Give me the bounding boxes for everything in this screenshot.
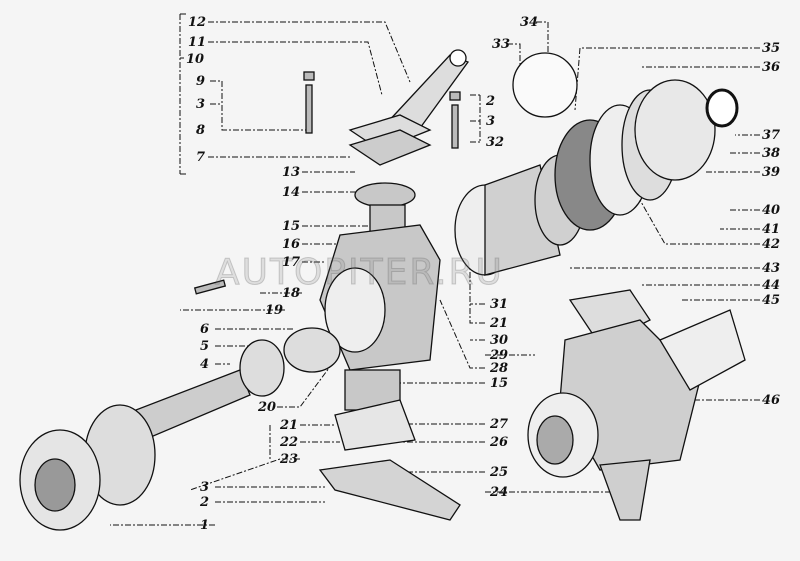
callout-30: 30 (490, 333, 509, 348)
callout-36: 36 (762, 60, 781, 75)
callout-41: 41 (762, 222, 781, 237)
callout-37: 37 (762, 128, 781, 143)
callout-3: 3 (196, 97, 206, 112)
callout-3: 3 (486, 114, 496, 129)
callout-32: 32 (486, 135, 505, 150)
callout-5: 5 (200, 339, 210, 354)
callout-33: 33 (492, 37, 511, 52)
callout-13: 13 (282, 165, 301, 180)
callout-9: 9 (196, 74, 206, 89)
callout-23: 23 (280, 452, 299, 467)
axle-housing-rings (454, 52, 739, 276)
callout-16: 16 (282, 237, 301, 252)
callout-3: 3 (200, 480, 210, 495)
callout-7: 7 (196, 150, 206, 165)
callout-12: 12 (188, 15, 207, 30)
callout-31: 31 (490, 297, 509, 312)
steering-arm (348, 49, 470, 166)
callout-24: 24 (490, 485, 509, 500)
callout-28: 28 (490, 361, 509, 376)
callout-11: 11 (188, 35, 207, 50)
callout-2: 2 (486, 94, 496, 109)
callout-39: 39 (762, 165, 781, 180)
watermark: AUTOPITER.RU (215, 252, 504, 294)
callout-46: 46 (762, 393, 781, 408)
callout-8: 8 (196, 123, 206, 138)
callout-34: 34 (520, 15, 539, 30)
axle-shaft (19, 339, 285, 531)
callout-21: 21 (280, 418, 299, 433)
callout-40: 40 (762, 203, 781, 218)
callout-10: 10 (186, 52, 205, 67)
callout-35: 35 (762, 41, 781, 56)
callout-45: 45 (762, 293, 781, 308)
bolts (193, 71, 461, 295)
callout-29: 29 (490, 348, 509, 363)
callout-15: 15 (490, 376, 509, 391)
callout-2: 2 (200, 495, 210, 510)
callout-25: 25 (490, 465, 509, 480)
callout-20: 20 (258, 400, 277, 415)
knuckle-housing (283, 182, 461, 521)
callout-38: 38 (762, 146, 781, 161)
callout-21: 21 (490, 316, 509, 331)
callout-43: 43 (762, 261, 781, 276)
callout-18: 18 (282, 286, 301, 301)
callout-1: 1 (200, 518, 210, 533)
callout-22: 22 (280, 435, 299, 450)
callout-42: 42 (762, 237, 781, 252)
callout-19: 19 (265, 303, 284, 318)
callout-17: 17 (282, 255, 301, 270)
callout-44: 44 (762, 278, 781, 293)
callout-14: 14 (282, 185, 301, 200)
callout-27: 27 (490, 417, 509, 432)
callout-15: 15 (282, 219, 301, 234)
callout-4: 4 (200, 357, 210, 372)
right-knuckle (527, 289, 746, 521)
callout-6: 6 (200, 322, 210, 337)
callout-26: 26 (490, 435, 509, 450)
